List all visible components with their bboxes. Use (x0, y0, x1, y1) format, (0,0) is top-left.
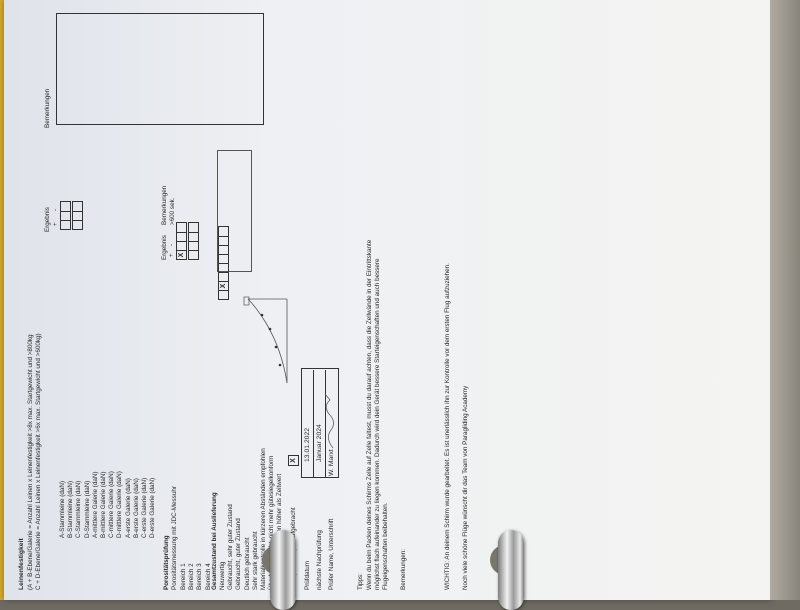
bemerkungen-title: Bemerkungen: (400, 549, 407, 590)
gesamt-row-label: Sehr stark gebraucht (251, 531, 259, 590)
check-cell[interactable] (219, 245, 228, 254)
check-cell-marked[interactable]: X (219, 281, 228, 290)
tipps-line-3: Flugeigenschaften beibehalten. (382, 502, 389, 590)
bemerkungen-box (56, 13, 264, 125)
line-strength-row-label: B-erste Galerie (daN) (132, 478, 140, 538)
check-cell[interactable] (189, 241, 198, 250)
check-cell[interactable] (189, 223, 198, 232)
porositaet-row-label: Bereich 4 (204, 563, 212, 590)
check-cell[interactable] (219, 290, 228, 299)
rotated-form: Leinenfestigkeit (A + B-Ebene/Galerie = … (12, 0, 772, 600)
wichtig-note: WICHTIG: An deinem Schirm wurde gearbeit… (444, 263, 451, 590)
line-strength-row-label: D-Stammleine (daN) (83, 480, 91, 538)
porositaet-plus-cells: X (176, 222, 187, 260)
binder-ring-left (270, 530, 296, 610)
leinen-title: Leinenfestigkeit (18, 538, 25, 590)
check-cell[interactable] (61, 211, 70, 220)
line-strength-row-label: C-erste Galerie (daN) (141, 477, 148, 538)
gesamt-cells: X (218, 226, 229, 300)
check-cell[interactable] (219, 263, 228, 272)
porositaet-row-label: Bereich 3 (196, 563, 204, 590)
binder-ring-right (498, 530, 524, 610)
porositaet-note: >600 sek. (169, 197, 176, 225)
check-cell[interactable] (219, 254, 228, 263)
signature-scribble (324, 393, 334, 449)
check-cell[interactable] (73, 202, 82, 211)
porositaet-minus-cells (188, 222, 199, 260)
line-strength-row-label: A-mittlere Galerie (daN) (91, 471, 99, 538)
check-cell[interactable] (219, 236, 228, 245)
line-strength-minus-cells (72, 201, 83, 230)
line-strength-row-label: C-Stammleine (daN) (75, 480, 83, 538)
pruefer-label: Prüfer Name, Unterschrift (328, 518, 335, 590)
check-cell[interactable] (189, 250, 198, 259)
check-cell[interactable] (73, 211, 82, 220)
leinen-bemerkungen-label: Bemerkungen (44, 88, 51, 128)
check-cell[interactable] (177, 223, 186, 232)
binder-edge (0, 0, 6, 600)
check-cell[interactable] (177, 232, 186, 241)
pruefdatum-value: 13.01.2022 (304, 427, 311, 462)
desk-background (770, 0, 800, 600)
line-strength-row-label: C-mittlere Galerie (daN) (108, 471, 116, 538)
check-cell-marked[interactable]: X (177, 250, 186, 259)
gesamt-row-label: Neuwertig (219, 561, 226, 590)
line-strength-row-label: A-Stammleine (daN) (59, 480, 66, 538)
line-strength-row-label: D-mittlere Galerie (daN) (116, 471, 124, 538)
gesamt-row-label: Deutlich gebraucht (243, 537, 251, 590)
check-cell[interactable] (73, 220, 82, 229)
glider-profile-sketch (243, 296, 288, 384)
porositaet-row-label: Bereich 1 (180, 563, 187, 590)
porositaet-subtitle: Porositätsmessung mit JDC-Messuhr (171, 486, 178, 590)
line-strength-row-label: B-mittlere Galerie (daN) (100, 471, 107, 538)
check-cell[interactable] (219, 272, 228, 281)
stempel-checkbox[interactable]: X (288, 455, 299, 466)
line-strength-row-label: D-erste Galerie (daN) (149, 477, 157, 538)
check-cell[interactable] (61, 202, 70, 211)
check-cell[interactable] (177, 241, 186, 250)
check-cell[interactable] (61, 220, 70, 229)
line-strength-plus-cells (60, 201, 71, 230)
tipps-title: Tipps: (357, 573, 364, 590)
check-cell[interactable] (189, 232, 198, 241)
line-strength-row-label: B-Stammleine (daN) (67, 480, 75, 538)
closing-greeting: Noch viele schöne Flüge wünscht dir das … (462, 385, 469, 590)
naechste-label: nächste Nachprüfung (316, 530, 323, 590)
check-cell[interactable] (219, 227, 228, 236)
gesamt-row-label: Gebraucht, sehr guter Zustand (227, 504, 235, 590)
pruef-divider-1 (313, 370, 314, 478)
porositaet-row-label: Bereich 2 (188, 563, 196, 590)
document-page: Leinenfestigkeit (A + B-Ebene/Galerie = … (4, 0, 772, 600)
gesamt-row-label: Gebraucht, guter Zustand (235, 518, 243, 590)
line-strength-row-label: A-erste Galerie (daN) (124, 478, 132, 538)
leinen-rule-2: C + D-Ebene/Galerie = Anzahl Leinen x Le… (35, 333, 42, 590)
pruefer-value: W. Marxt (328, 449, 335, 476)
pruefdatum-label: Prüfdatum (304, 560, 311, 590)
